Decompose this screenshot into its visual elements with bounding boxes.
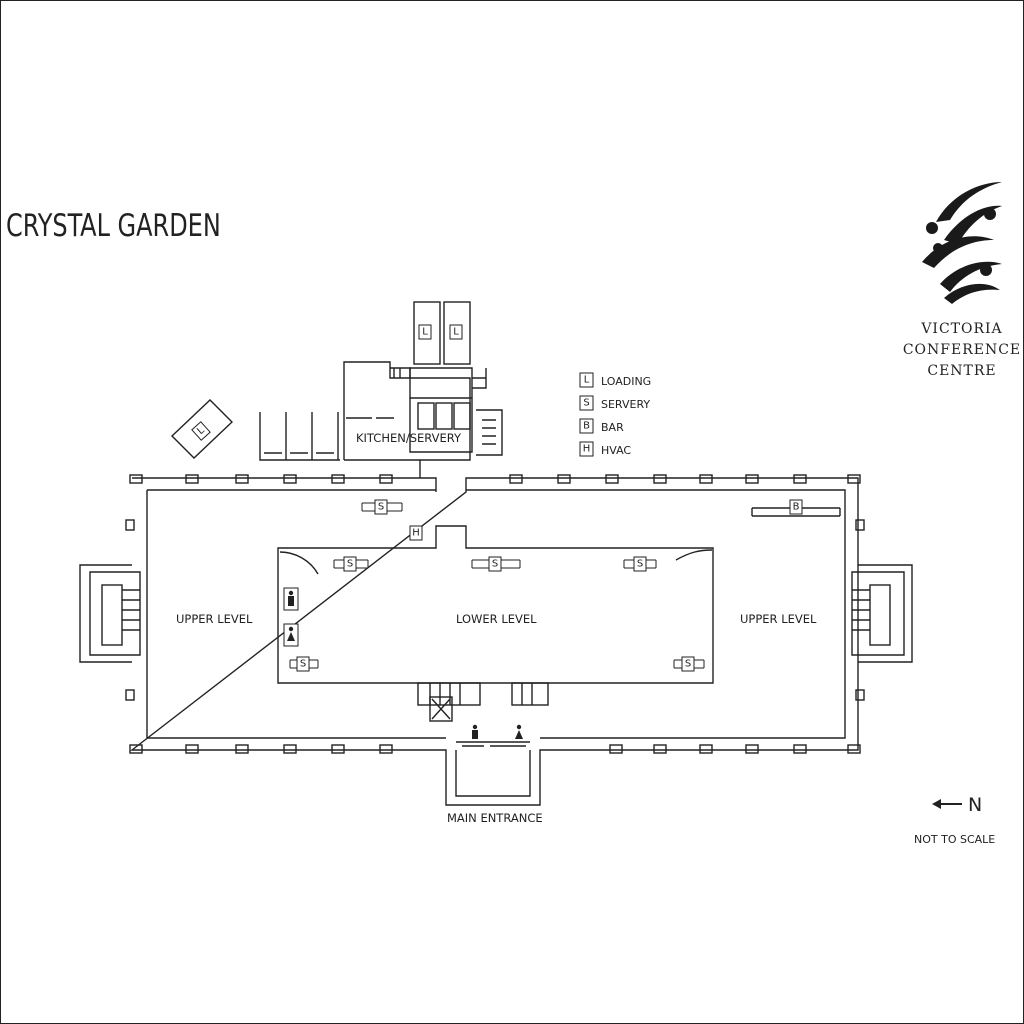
legend-bar-text: BAR [601,421,624,434]
loading-dock-1 [413,301,441,365]
north-label: N [968,794,982,816]
loading-marker [191,421,211,441]
hall-inner-wall [147,489,846,739]
loading-marker [418,324,432,340]
hvac-marker-letter: H [412,528,420,539]
legend-hvac-box [579,441,594,457]
servery-marker-letter: S [637,559,643,570]
womens-restroom-icon [515,724,523,739]
logo-line-2: CONFERENCE [903,342,1021,358]
upper-level-left-label: UPPER LEVEL [176,612,253,626]
lower-level-label: LOWER LEVEL [456,612,537,626]
servery-marker [488,556,502,572]
main-entrance-label: MAIN ENTRANCE [447,811,543,825]
legend-hvac-text: HVAC [601,444,631,457]
mens-restroom-icon [283,587,299,611]
hall-outer-wall [129,477,859,806]
upper-level-right-label: UPPER LEVEL [740,612,817,626]
bar-marker-letter: B [793,502,800,513]
wall-pilasters [125,474,865,754]
servery-marker [296,656,310,672]
loading-marker-letter: L [195,425,207,437]
not-to-scale-note: NOT TO SCALE [914,833,995,846]
mens-restroom-icon [472,724,478,739]
hvac-marker [409,525,423,541]
servery-marker-letter: S [378,502,384,513]
outdoor-bays [259,412,340,461]
servery-marker [633,556,647,572]
entrance-vestibule [455,750,531,797]
kitchen-block [343,361,471,478]
legend-servery-text: SERVERY [601,398,650,411]
legend-loading-letter: L [584,375,590,386]
logo-line-1: VICTORIA [920,321,1002,337]
servery-marker-letter: S [347,559,353,570]
legend-bar-box [579,418,594,434]
bar-marker [789,499,803,515]
legend-loading-text: LOADING [601,375,651,388]
servery-marker [374,499,388,515]
servery-marker [343,556,357,572]
loading-marker-letter: L [422,327,428,338]
servery-marker [681,656,695,672]
left-wing [79,564,132,663]
legend: L LOADING S SERVERY B BAR H HVAC [579,372,651,457]
arrow-left-icon [932,799,962,809]
lower-level-pit [277,525,714,684]
restroom-icons [283,587,523,739]
legend-loading-box [579,372,594,388]
logo-mark-icon [922,182,1002,304]
kitchen-label: KITCHEN/SERVERY [356,431,462,445]
servery-marker-letter: S [492,559,498,570]
womens-restroom-icon [283,623,299,647]
north-arrow: N [932,794,982,816]
loading-marker-letter: L [453,327,459,338]
loading-marker [449,324,463,340]
legend-hvac-letter: H [583,444,591,455]
legend-servery-box [579,395,594,411]
servery-marker-letter: S [300,659,306,670]
victoria-conference-centre-logo: VICTORIA CONFERENCE CENTRE [903,182,1021,379]
legend-servery-letter: S [583,398,589,409]
legend-bar-letter: B [583,421,590,432]
loading-dock-2 [443,301,471,365]
logo-line-3: CENTRE [927,363,996,379]
loading-shed [170,399,234,459]
right-wing [858,564,913,663]
page-title: CRYSTAL GARDEN [6,208,221,244]
pit-stairs [417,682,549,722]
servery-marker-letter: S [685,659,691,670]
